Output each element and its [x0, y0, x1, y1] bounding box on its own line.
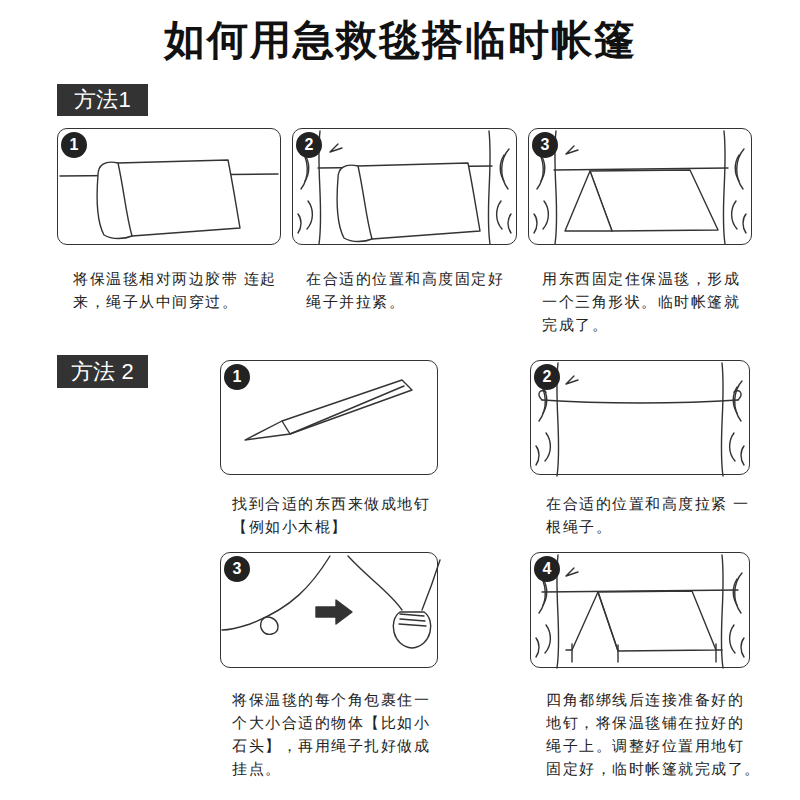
callout-number: 4: [543, 560, 552, 578]
step-number: 2: [534, 364, 560, 390]
step-caption: 在合适的位置和高度固定好 绳子并拉紧。: [306, 267, 521, 313]
stake: [245, 380, 412, 440]
step-panel: 将保温毯相对两边胶带 连起来，绳子从中间穿过。1: [57, 128, 281, 313]
step-number: 3: [224, 556, 250, 582]
step-caption: 用东西固定住保温毯，形成 一个三角形状。临时帐篷就 完成了。: [542, 267, 757, 336]
step-caption: 找到合适的东西来做成地钉 【例如小木棍】: [232, 492, 452, 538]
panel-frame: [528, 128, 752, 245]
step-caption: 四角都绑线后连接准备好的 地钉，将保温毯铺在拉好的 绳子上。调整好位置用地钉 固…: [546, 688, 766, 780]
section-tag: 方法 2: [57, 355, 148, 388]
panel-frame: [292, 128, 517, 245]
step-panel: 在合适的位置和高度固定好 绳子并拉紧。2: [292, 128, 517, 313]
step-number: 1: [224, 364, 250, 390]
panel-frame: [220, 360, 438, 475]
step-panel: 用东西固定住保温毯，形成 一个三角形状。临时帐篷就 完成了。3: [528, 128, 752, 336]
panel-frame: [57, 128, 281, 245]
corner-wrap: [222, 556, 440, 648]
step-panel: 将保温毯的每个角包裹住一 个大小合适的物体【比如小 石头】，再用绳子扎好做成 挂…: [220, 552, 438, 780]
section-label: 方法1: [74, 85, 130, 115]
callout-number: 3: [233, 560, 242, 578]
step-caption: 将保温毯的每个角包裹住一 个大小合适的物体【比如小 石头】，再用绳子扎好做成 挂…: [232, 688, 452, 780]
panel-frame: [530, 360, 750, 475]
step-number: 1: [61, 132, 87, 158]
title: 如何用急救毯搭临时帐篷: [0, 12, 800, 68]
trees-rope-blanket: [298, 131, 511, 244]
step-number: 2: [296, 132, 322, 158]
callout-number: 2: [305, 136, 314, 154]
step-number: 3: [532, 132, 558, 158]
rope-and-blanket: [60, 160, 278, 239]
step-caption: 在合适的位置和高度拉紧 一根绳子。: [546, 492, 766, 538]
trees-rope-tent: [534, 131, 746, 244]
trees-rope-tent: [536, 555, 744, 668]
step-panel: 找到合适的东西来做成地钉 【例如小木棍】1: [220, 360, 438, 538]
section-label: 方法 2: [71, 357, 133, 387]
trees-rope: [536, 363, 744, 476]
panel-frame: [530, 552, 750, 668]
step-caption: 将保温毯相对两边胶带 连起来，绳子从中间穿过。: [73, 267, 288, 313]
step-panel: 在合适的位置和高度拉紧 一根绳子。2: [530, 360, 750, 538]
callout-number: 1: [233, 368, 242, 386]
callout-number: 3: [541, 136, 550, 154]
callout-number: 1: [70, 136, 79, 154]
section-tag: 方法1: [57, 84, 148, 116]
panel-frame: [220, 552, 438, 668]
step-number: 4: [534, 556, 560, 582]
step-panel: 四角都绑线后连接准备好的 地钉，将保温毯铺在拉好的 绳子上。调整好位置用地钉 固…: [530, 552, 750, 780]
callout-number: 2: [543, 368, 552, 386]
